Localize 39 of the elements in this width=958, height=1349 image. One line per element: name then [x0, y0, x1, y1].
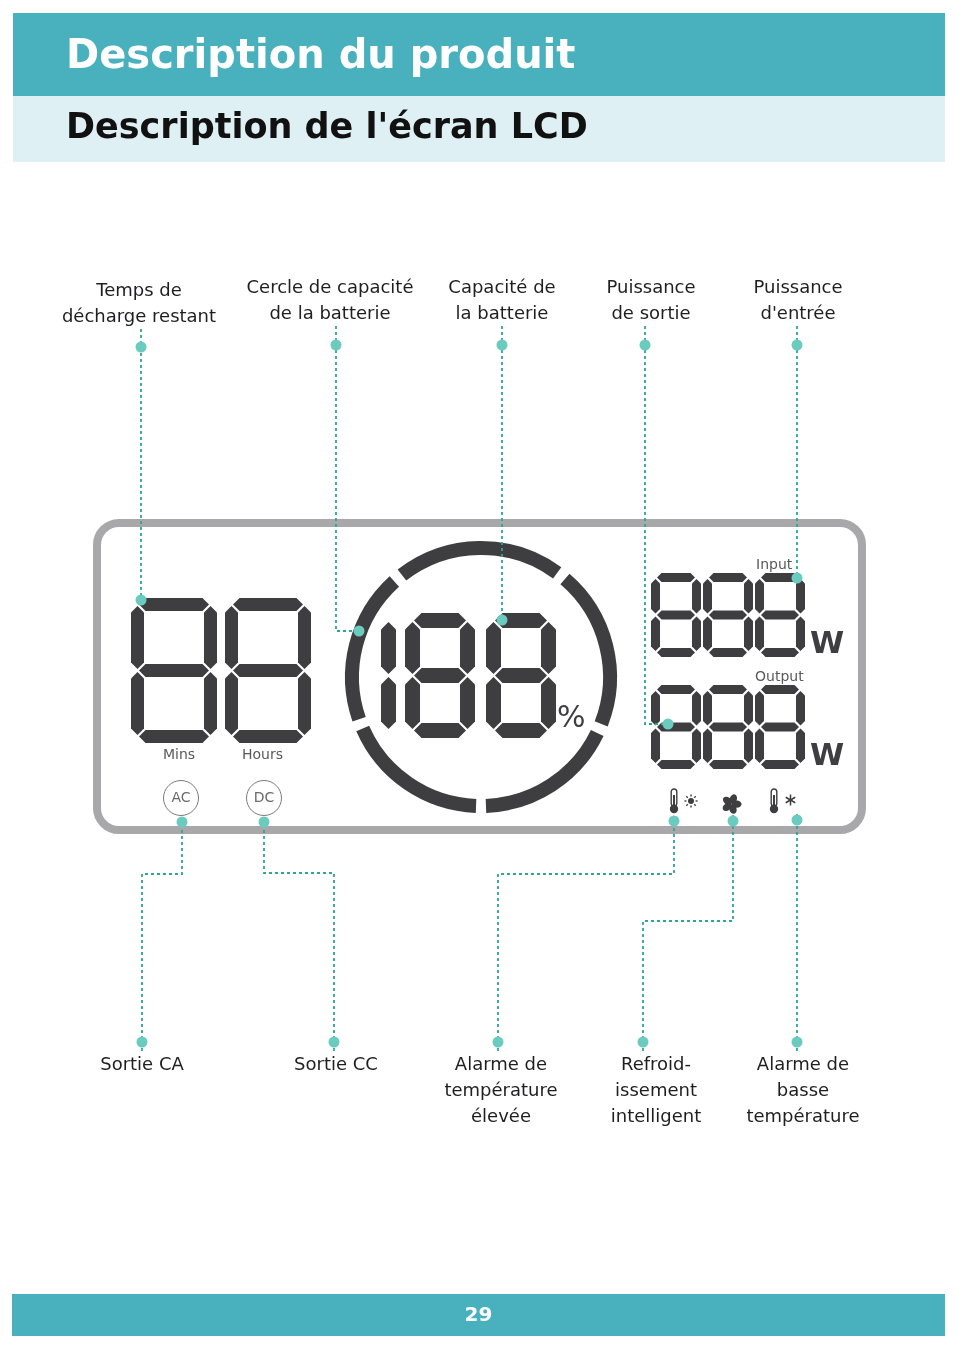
callout-label: Capacité de la batterie [447, 274, 557, 326]
page-number: 29 [464, 1303, 493, 1326]
callout-label: Alarme de température élevée [443, 1051, 559, 1129]
callout-label: Refroid- issement intelligent [609, 1051, 703, 1129]
leader-line [639, 325, 674, 730]
digit-display [381, 613, 556, 738]
leader-line [258, 815, 340, 1052]
callout-label: Sortie CC [293, 1051, 379, 1077]
display-label: Output [755, 668, 804, 685]
lcd-panel [93, 519, 866, 834]
leader-line [492, 813, 680, 1052]
unit-label: % [557, 700, 586, 735]
callout-label: Puissance de sortie [605, 274, 697, 326]
unit-label: W [810, 737, 845, 773]
digit-display [651, 573, 806, 657]
digit-display [651, 685, 806, 769]
page-title: Description du produit [66, 31, 576, 77]
section-heading: Description de l'écran LCD [66, 106, 588, 147]
leader-line [791, 813, 803, 1052]
display-label: Input [756, 556, 793, 573]
leader-line [496, 325, 508, 626]
digit-display [131, 598, 311, 743]
callout-label: Alarme de basse température [745, 1051, 861, 1129]
leader-line [330, 325, 365, 637]
unit-label: Mins [163, 746, 196, 763]
unit-label: Hours [242, 746, 283, 763]
leader-line [791, 325, 803, 584]
thermometer-sun-icon [669, 788, 698, 814]
fan-icon [720, 793, 743, 815]
unit-label: W [810, 625, 845, 661]
segmented-ring [342, 540, 620, 816]
leader-line [637, 814, 739, 1052]
callout-label: Sortie CA [99, 1051, 185, 1077]
leader-line [136, 815, 188, 1052]
callout-label: Puissance d'entrée [752, 274, 844, 326]
thermometer-snowflake-icon [769, 788, 797, 814]
callout-label: Temps de décharge restant [60, 277, 218, 329]
callout-label: Cercle de capacité de la batterie [245, 274, 415, 326]
leader-line [135, 328, 147, 606]
